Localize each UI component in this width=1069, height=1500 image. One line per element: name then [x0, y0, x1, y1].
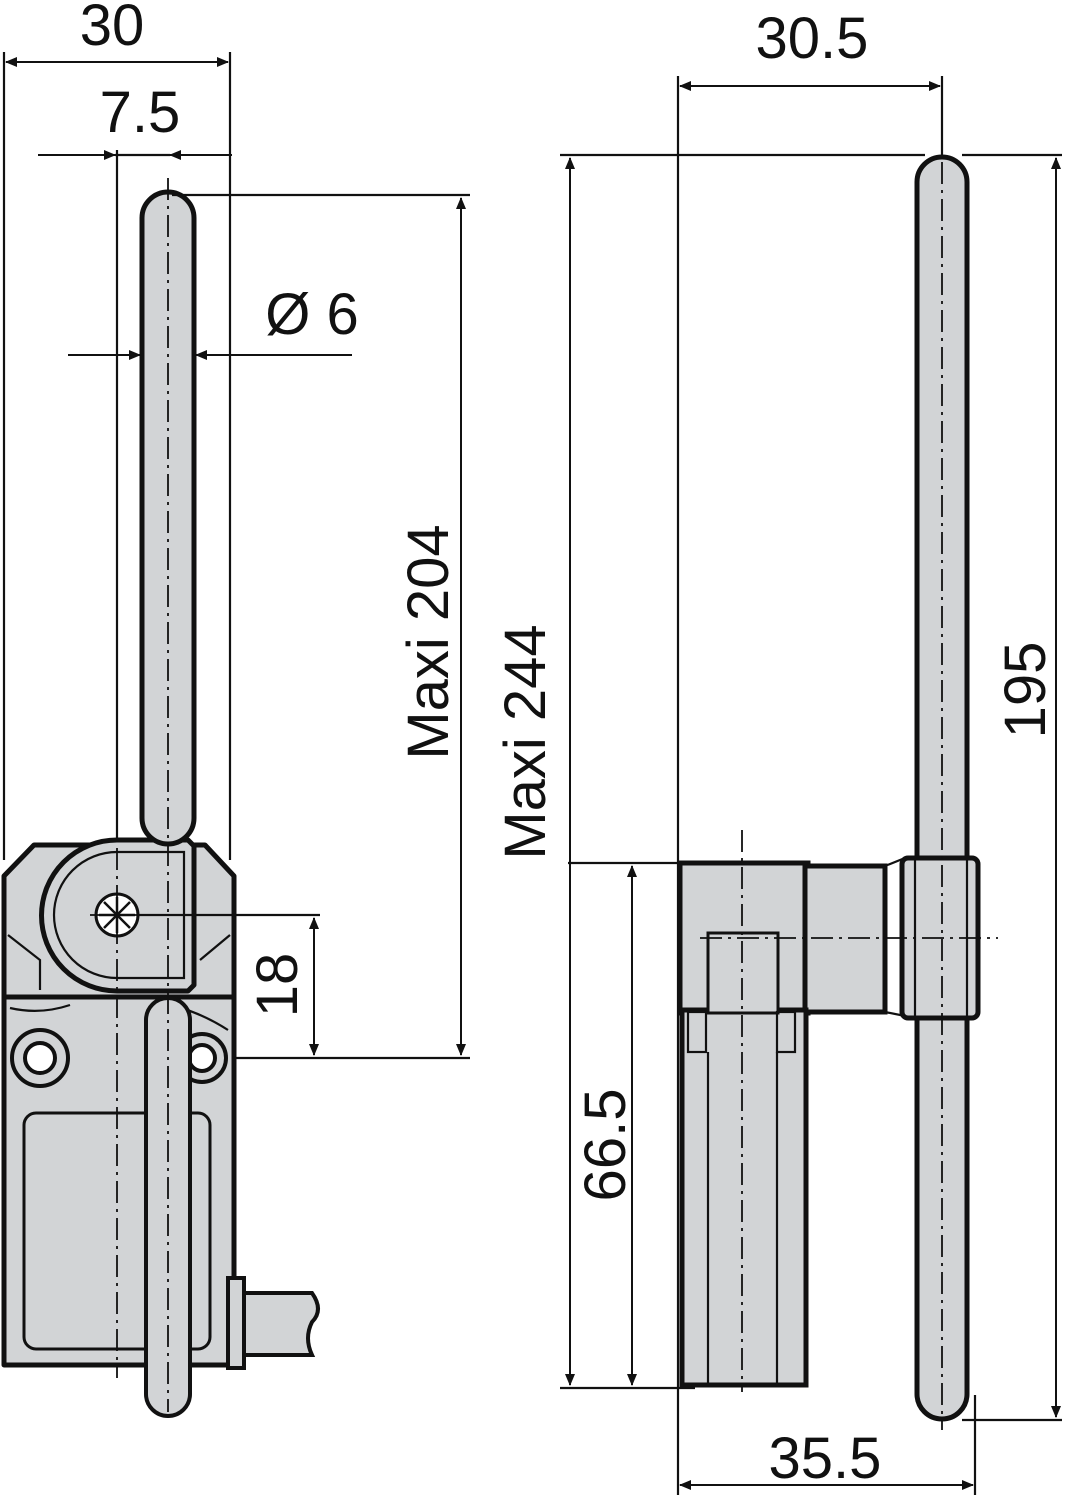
side-notch-right — [775, 1010, 797, 1054]
head-bevel-right — [199, 934, 231, 961]
side-body-step — [706, 931, 780, 1015]
dim-max-total-height: Maxi 244 — [493, 624, 558, 859]
dim-left-total-width: 30 — [80, 0, 145, 58]
dim-rod-length: 195 — [993, 642, 1058, 739]
dim-rod-diameter: Ø 6 — [265, 282, 359, 347]
head-bevel-left — [7, 934, 42, 990]
side-lever-rod — [914, 154, 970, 1422]
left-view: 30 7.5 Ø 6 Maxi 204 18 — [1, 0, 470, 1418]
cable-gland — [226, 1276, 320, 1370]
rotary-head-inner — [52, 850, 186, 980]
side-head-housing — [802, 863, 888, 1015]
mounting-hole-icon — [10, 1028, 70, 1088]
dim-body-height: 66.5 — [573, 1089, 638, 1202]
side-notch-left — [686, 1010, 708, 1054]
dim-max-lever-length: Maxi 204 — [396, 524, 461, 759]
side-body-lower — [679, 1007, 809, 1388]
dim-right-bottom-width: 35.5 — [769, 1426, 882, 1491]
right-view: 30.5 Maxi 244 66.5 195 35.5 — [493, 6, 1062, 1495]
dim-pivot-to-hole: 18 — [245, 953, 310, 1018]
dim-lever-offset: 7.5 — [100, 80, 181, 145]
dim-right-top-width: 30.5 — [756, 6, 869, 71]
body-groove-left — [9, 1003, 71, 1012]
